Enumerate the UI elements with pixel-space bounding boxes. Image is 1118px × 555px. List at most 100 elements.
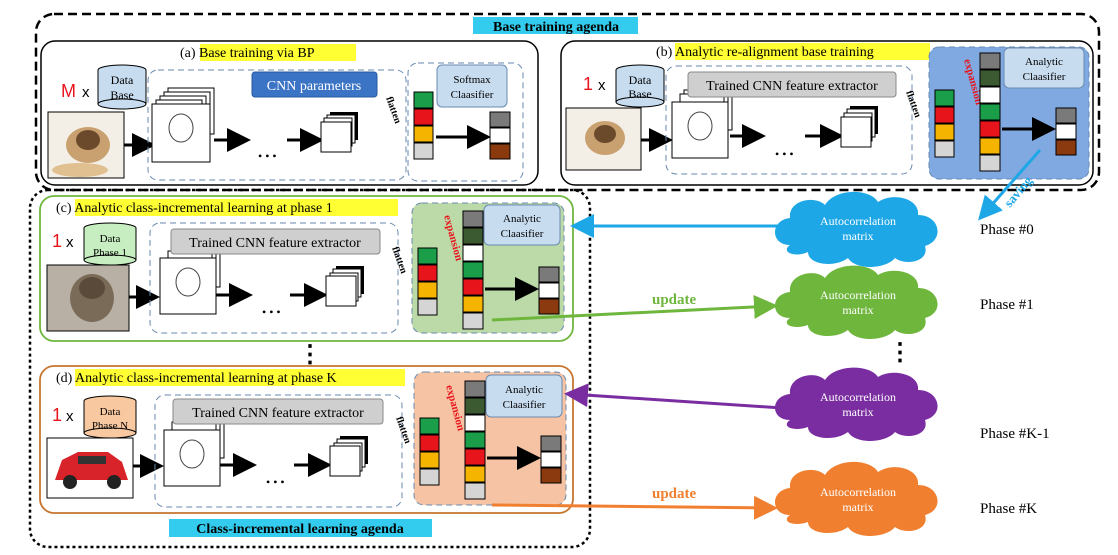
panel-c-extractor-box [170,228,381,255]
panel-d-feature-maps-small [329,436,368,477]
panel-c-db-line1: Data [100,233,121,245]
phase-k-1-label: Phase #K-1 [980,426,1050,442]
panel-b-flatten: flatten [903,89,923,119]
panel-d-update-arrow [491,495,778,520]
panel-a-cnn-params: CNN parameters [267,79,361,94]
panel-a-multiplier: M [61,81,76,101]
panel-d-db-line1: Data [100,406,121,418]
panel-a-ellipsis: • • • [258,149,277,163]
panel-c-feature-maps-small [325,266,364,307]
panel-b-expanded-vector [979,52,1001,172]
cloud-phase-k: Autocorrelation matrix [775,461,938,536]
panel-b-feature-vector [934,89,955,158]
cloud-1-line1: Autocorrelation [820,288,896,302]
panel-b-multiplier: 1 [583,74,593,94]
panel-a-db-line2: Base [110,88,133,102]
panel-c-ellipsis: • • • [262,305,281,319]
cloud-1-line2: matrix [842,303,873,317]
panel-a-feature-vector [413,91,434,160]
cloud-2-line1: Autocorrelation [820,390,896,404]
panel-c-feature-vector [417,247,438,316]
panel-b-times: x [598,77,606,94]
panel-c-expanded-vector [462,210,484,330]
panel-a-flatten: flatten [383,95,403,125]
phase-1-label: Phase #1 [980,297,1034,313]
base-agenda-title: Base training agenda [493,20,619,35]
panel-c-multiplier: 1 [52,231,62,251]
panel-d-feature-vector [419,417,440,486]
panel-d-multiplier: 1 [52,405,62,425]
cloud-0-line2: matrix [842,229,873,243]
phase-k-label: Phase #K [980,501,1037,517]
cloud-phase-0: Autocorrelation matrix [775,191,938,267]
panel-d-flatten: flatten [393,415,413,445]
panel-c-database: Data Phase 1 [83,222,137,266]
panel-b-feature-maps-small [840,106,878,148]
panel-d-db-line2: Phase N [92,420,128,432]
panel-a-classifier-line2: Claasifier [451,89,494,101]
panel-a-title: (a) Base training via BP [180,46,315,61]
base-agenda-border [34,12,1101,192]
update-label-1: update [652,292,697,308]
cloud-phase-1: Autocorrelation matrix [775,265,938,339]
panel-d-classifier-line1: Analytic [505,384,543,396]
panel-a-feature-maps-large [151,87,215,163]
panel-d-output-vector [540,435,562,484]
update-label-2: update [652,486,697,502]
panel-c-title: (c) Analytic class-incremental learning … [56,201,333,216]
panel-b-db-line1: Data [629,73,652,87]
panel-c-db-line2: Phase 1 [93,247,127,259]
cloud-2-line2: matrix [842,405,873,419]
panel-a-db-line1: Data [111,73,134,87]
panel-b-output-vector [1055,107,1077,156]
panel-c-classifier-line1: Analytic [503,213,541,225]
panel-a-times: x [82,84,90,101]
panel-d-title: (d) Analytic class-incremental learning … [56,371,337,386]
panel-b-classifier-line1: Analytic [1025,56,1063,68]
cloud-gap-vdots: ⋮ [888,340,912,366]
panel-b-ellipsis: • • • [775,147,794,161]
cil-agenda-title-bg [169,519,432,537]
panel-b-dog-image [565,107,642,171]
panel-a: (a) Base training via BP M x Data Base [40,40,539,186]
panel-d-classifier-line2: Claasifier [503,399,546,411]
panel-b-classifier-line2: Claasifier [1023,71,1066,83]
panel-a-cnn-params-box [251,71,378,98]
panel-b-db-line2: Base [628,87,651,101]
panel-b-extractor: Trained CNN feature extractor [706,79,878,94]
cil-agenda-title: Class-incremental learning agenda [196,522,403,537]
panel-a-output-vector [489,111,511,160]
panel-c-flatten: flatten [389,245,409,275]
panel-d-expanded-vector [464,380,486,500]
cloud-3-line2: matrix [842,500,873,514]
panel-c-extractor: Trained CNN feature extractor [189,236,361,251]
cloud-3-line1: Autocorrelation [820,485,896,499]
phase-0-label: Phase #0 [980,222,1034,238]
panel-a-dog-image [47,111,125,179]
panel-c: (c) Analytic class-incremental learning … [39,195,574,342]
panel-d-database: Data Phase N [83,395,137,439]
panel-c-times: x [66,234,74,251]
panel-b-extractor-box [687,71,897,98]
panel-a-classifier-line1: Softmax [453,74,491,86]
panel-a-database: Data Base [97,64,147,110]
cloud-phase-k-1: Autocorrelation matrix [775,367,938,441]
cloud-0-line1: Autocorrelation [820,214,896,228]
panel-d-ellipsis: • • • [266,475,285,489]
phase-k-1-to-panel-d-arrow [564,383,783,410]
panel-c-cat-image [46,264,130,332]
panel-b: (b) Analytic re-alignment base training … [560,40,1094,186]
panel-a-classifier-box [436,64,508,108]
panel-c-classifier-line2: Claasifier [501,228,544,240]
panel-b-database: Data Base [615,64,665,108]
panel-gap-vdots: ⋮ [298,342,322,368]
panel-d-extractor-box [172,398,384,425]
saving-arrow [978,149,1042,221]
panel-d-times: x [66,408,74,425]
panel-d-feature-maps-large [163,413,225,487]
panel-c-update-arrow [491,294,778,322]
panel-d-extractor: Trained CNN feature extractor [192,406,364,421]
panel-d: (d) Analytic class-incremental learning … [39,365,574,514]
panel-a-feature-maps-small [320,112,358,153]
